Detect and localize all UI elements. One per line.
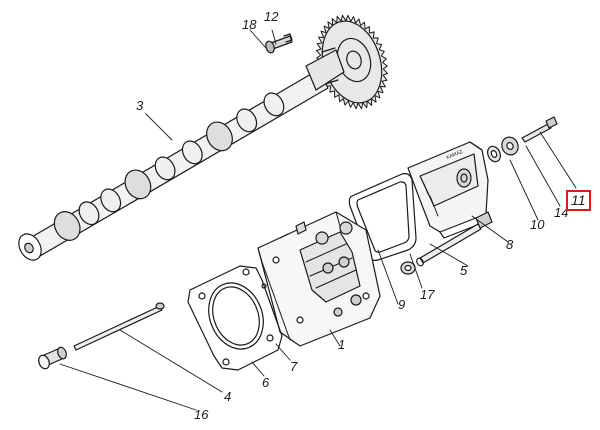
callout-4: 4	[224, 389, 232, 404]
callout-9: 9	[398, 297, 406, 312]
callout-10: 10	[530, 217, 545, 232]
callout-18: 18	[242, 17, 257, 32]
callout-6: 6	[262, 375, 270, 390]
camshaft-lobe	[181, 140, 203, 165]
camshaft-journal	[124, 169, 152, 200]
camshaft-lobe	[263, 92, 285, 117]
callout-3: 3	[136, 98, 144, 113]
camshaft	[18, 49, 345, 261]
cover-fasteners	[486, 116, 558, 163]
tappet	[38, 346, 67, 370]
cylinder-head	[257, 211, 381, 347]
callout-5: 5	[460, 263, 468, 278]
push-rod	[73, 302, 165, 351]
callout-8: 8	[506, 237, 514, 252]
callout-16: 12	[264, 9, 279, 24]
leader-lines	[59, 29, 577, 411]
cover-gasket	[348, 173, 417, 261]
camshaft-lobe	[236, 108, 258, 133]
callout-12: 14	[554, 205, 569, 220]
callout-7: 7	[290, 359, 298, 374]
camshaft-journal	[206, 121, 233, 152]
callout-14: 16	[194, 407, 209, 422]
sealing-washer	[400, 261, 416, 275]
camshaft-lobe	[154, 156, 176, 181]
callout-17: 17	[420, 287, 435, 302]
camshaft-gear	[316, 14, 388, 110]
head-gasket	[187, 265, 283, 371]
callout-1: 1	[338, 337, 346, 352]
camshaft-journal	[53, 211, 81, 241]
camshaft-lobe	[78, 201, 100, 226]
valve-cover	[407, 141, 491, 239]
callout-11: 11	[566, 190, 591, 211]
long-bolt	[416, 211, 493, 267]
camshaft-lobe	[100, 188, 122, 213]
gear-bolt	[265, 33, 293, 54]
